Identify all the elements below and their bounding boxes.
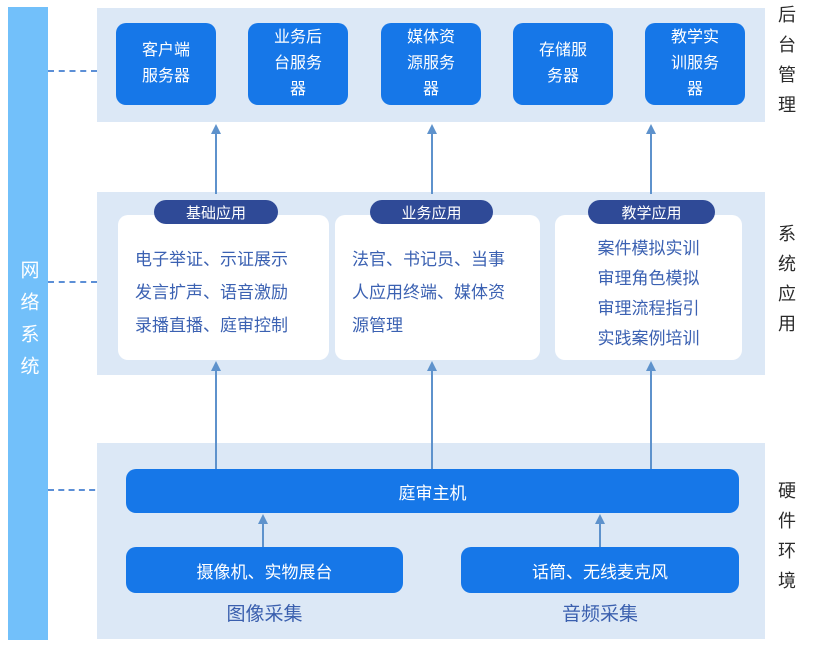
server-box-label: 客户端服务器 xyxy=(141,42,190,85)
arrowhead-icon xyxy=(211,361,221,371)
server-box-teaching-training: 教学实训服务器 xyxy=(645,23,745,105)
server-box-media-resource: 媒体资源服务器 xyxy=(381,23,481,105)
arrow-up-host-to-teaching xyxy=(646,361,656,469)
device-box-microphone: 话筒、无线麦克风 xyxy=(461,547,739,593)
panel-text: 案件模拟实训审理角色模拟审理流程指引实践案例培训 xyxy=(597,239,700,348)
server-box-label: 存储服务器 xyxy=(538,42,587,85)
device-box-camera: 摄像机、实物展台 xyxy=(126,547,403,593)
arrowhead-icon xyxy=(211,124,221,134)
host-bar-court-host: 庭审主机 xyxy=(126,469,739,513)
arrow-up-host-to-basic xyxy=(211,361,221,469)
dashed-connector-application xyxy=(48,281,97,283)
panel-business-application: 法官、书记员、当事人应用终端、媒体资源管理 xyxy=(335,215,540,360)
panel-text: 法官、书记员、当事人应用终端、媒体资源管理 xyxy=(352,250,505,335)
arrowhead-icon xyxy=(427,361,437,371)
server-box-business-backend: 业务后台服务器 xyxy=(248,23,348,105)
panel-teaching-application: 案件模拟实训审理角色模拟审理流程指引实践案例培训 xyxy=(555,215,742,360)
server-box-client: 客户端服务器 xyxy=(116,23,216,105)
side-label-backend: 后台管理 xyxy=(776,5,796,125)
side-label-hardware: 硬件环境 xyxy=(776,481,796,601)
network-system-bar: 网络系统 xyxy=(8,7,48,640)
arrow-up-basic-to-backend xyxy=(211,124,221,194)
side-label-application: 系统应用 xyxy=(776,223,796,344)
server-box-label: 教学实训服务器 xyxy=(670,29,719,98)
device-caption-image-capture: 图像采集 xyxy=(226,603,303,625)
arrow-up-teaching-to-backend xyxy=(646,124,656,194)
server-box-storage: 存储服务器 xyxy=(513,23,613,105)
panel-text: 电子举证、示证展示发言扩声、语音激励录播直播、庭审控制 xyxy=(135,250,288,335)
dashed-connector-backend xyxy=(48,70,97,72)
server-box-label: 媒体资源服务器 xyxy=(406,29,455,98)
arrow-up-business-to-backend xyxy=(427,124,437,194)
server-box-label: 业务后台服务器 xyxy=(273,29,322,98)
arrow-up-host-to-business xyxy=(427,361,437,469)
arrowhead-icon xyxy=(595,514,605,524)
arrow-up-microphone-to-host xyxy=(595,514,605,547)
pill-teaching-application: 教学应用 xyxy=(588,200,715,224)
device-caption-audio-capture: 音频采集 xyxy=(561,603,638,625)
arrowhead-icon xyxy=(646,124,656,134)
arrowhead-icon xyxy=(427,124,437,134)
panel-basic-application: 电子举证、示证展示发言扩声、语音激励录播直播、庭审控制 xyxy=(118,215,329,360)
arrowhead-icon xyxy=(646,361,656,371)
dashed-connector-hardware xyxy=(48,489,126,491)
arrow-up-camera-to-host xyxy=(258,514,268,547)
network-system-label: 网络系统 xyxy=(17,259,39,388)
pill-basic-application: 基础应用 xyxy=(154,200,278,224)
pill-business-application: 业务应用 xyxy=(370,200,493,224)
arrowhead-icon xyxy=(258,514,268,524)
